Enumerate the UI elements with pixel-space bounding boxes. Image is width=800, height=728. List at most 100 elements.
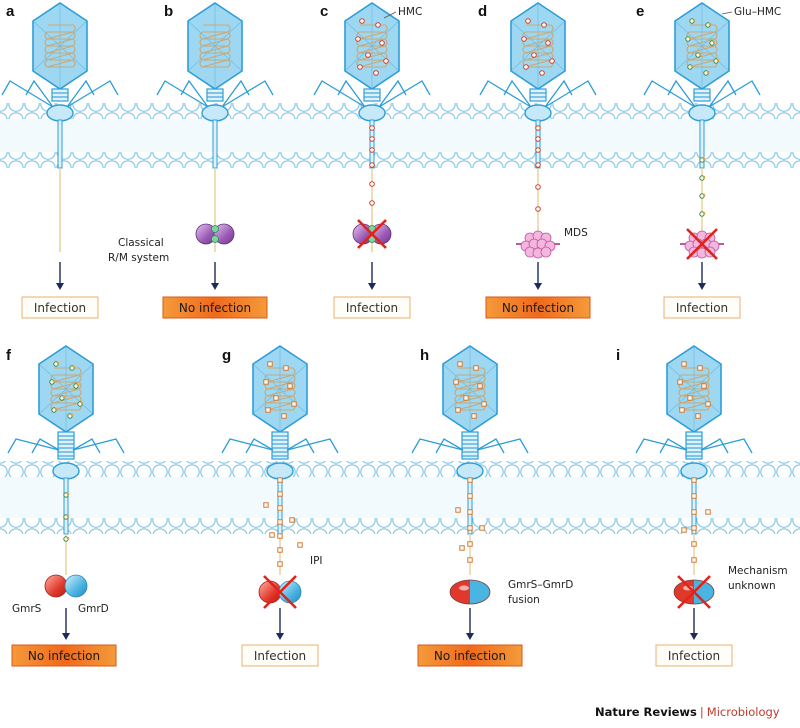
ipi-mark [455,507,461,513]
glu-hmc-mark [72,365,76,369]
capsid-facet [187,20,216,47]
hmc-mark [369,181,375,187]
ipi-mark [277,561,283,567]
outcome-h-text: No infection [434,649,506,663]
glu-hmc-mark [690,64,694,68]
glu-hmc-mark [70,413,74,417]
ipi-mark [467,477,473,483]
tail-fibre [667,79,696,108]
outcome-i-text: Infection [668,649,720,663]
panel-labels: a b c d e f g h i [6,3,644,364]
ipi-mark [467,557,473,563]
ipi-mark [467,541,473,547]
dna-modifications [369,162,375,206]
baseplate [524,104,552,122]
ipi-mark [691,557,697,563]
outcome-e-text: Infection [676,301,728,315]
cross-mark [357,219,387,249]
ipi-mark [691,541,697,547]
classical-rm-label-line1: Classical [118,237,164,249]
ipi-mark [477,383,483,389]
ipi-mark [453,379,459,385]
tail-fibre [479,80,532,108]
glu-hmc-mark [66,514,70,518]
glu-hmc-mark [692,18,696,22]
ipi-mark [277,533,283,539]
ipi-mark [283,365,289,371]
outcome-f-text: No infection [28,649,100,663]
dna-modifications [699,157,706,217]
tail-fibre [476,438,505,454]
tail-fibre [221,79,250,108]
tail-sheath [206,88,224,102]
ipi-mark [687,395,693,401]
ipi-mark [269,532,275,538]
tail-fibre [378,79,407,108]
ipi-mark [291,401,297,407]
hmc-mark [373,70,379,76]
arrowhead [56,283,64,290]
outcome-b-text: No infection [179,301,251,315]
hmc-mark [375,22,381,28]
ipi-mark [273,395,279,401]
membranes [0,103,800,534]
tail-fibre [313,80,366,108]
tail-fibre [503,79,532,108]
baseplate [456,462,484,480]
mds-label: MDS [564,227,588,239]
arrowhead [698,283,706,290]
outcome-d: No infection [485,296,591,319]
ipi-mark [471,413,477,419]
panel-label-d: d [478,3,487,20]
glu-hmc-mark [52,379,56,383]
ipi-mark [701,383,707,389]
phage-g [221,345,339,575]
dna-modifications [369,125,375,153]
ipi-mark [277,477,283,483]
tail-fibre [411,438,464,454]
hmc-mark [359,18,365,24]
tail-tube [57,119,63,169]
periplasm-row2 [0,477,800,518]
ipi-mark [467,493,473,499]
outcome-e: Infection [663,296,741,319]
ipi-mark [289,517,295,523]
outer-membrane-row2 [0,461,800,477]
hmc-mark [369,136,375,142]
capsid-facet [252,363,281,390]
mds-subunit [540,246,552,258]
baseplate [680,462,708,480]
arrowhead [690,633,698,640]
tail-sheath [51,88,69,102]
tail-fibre [635,438,688,454]
tail-fibre [25,79,54,108]
panel-label-g: g [222,347,231,364]
tail-fibre [544,79,573,108]
glu-hmc-mark [702,193,706,197]
tail-fibre [708,80,761,108]
glu-hmc-mark [76,383,80,387]
outcome-a: Infection [21,296,99,319]
ipi-mark [681,527,687,533]
outcome-boxes: Infection No infection Infection No infe… [11,296,741,667]
tail-fibre [700,438,729,454]
ipi-mark [481,401,487,407]
tail-fibre [221,438,274,454]
hmc-mark [369,162,375,168]
hmc-mark [545,40,551,46]
outer-membrane-row1 [0,103,800,119]
gmrd-label: GmrD [78,603,109,615]
ipi-mark [277,491,283,497]
panel-label-i: i [616,347,620,364]
hmc-label: HMC [398,6,422,18]
ipi-mark [287,383,293,389]
hmc-mark [379,40,385,46]
hmc-mark [521,36,527,42]
classical-rm-label-line2: R/M system [108,252,169,264]
glu-hmc-mark [698,52,702,56]
ipi-mark [263,502,269,508]
inner-membrane-row2 [0,518,800,534]
glu-hmc-label: Glu–HMC [734,6,781,18]
mds-complex [516,230,560,259]
